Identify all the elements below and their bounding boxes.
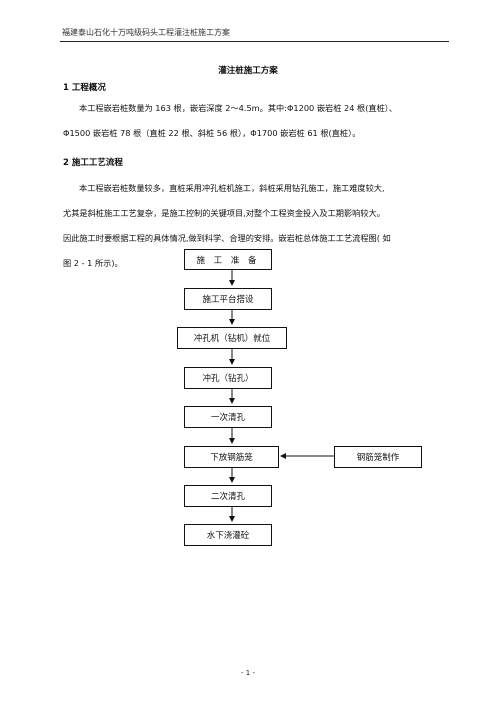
flow-step-lower-cage: 下放钢筋笼 xyxy=(184,446,279,468)
flow-step-platform: 施工平台搭设 xyxy=(184,288,272,310)
section-2-line-4: 图 2 - 1 所示)。 xyxy=(63,258,123,268)
flow-step-rig-position: 冲孔机（钻机）就位 xyxy=(177,327,287,349)
section-2-line-2: 尤其是斜桩施工工艺复杂，是施工控制的关键项目,对整个工程资金投入及工期影响较大。 xyxy=(63,208,385,218)
flow-step-preparation: 施 工 准 备 xyxy=(184,249,272,270)
flow-step-cage-fabrication: 钢筋笼制作 xyxy=(334,446,422,468)
flow-step-second-cleaning: 二次清孔 xyxy=(184,485,272,507)
flow-step-concrete-pouring: 水下浇灌砼 xyxy=(184,524,272,546)
section-2-line-3: 因此施工时要根据工程的具体情况,做到科学、合理的安排。嵌岩桩总体施工工艺流程图(… xyxy=(63,233,391,243)
section-2-heading: 2 施工工艺流程 xyxy=(63,158,123,168)
flow-step-first-cleaning: 一次清孔 xyxy=(184,406,272,428)
header-divider xyxy=(60,41,449,42)
section-1-line-2: Φ1500 嵌岩桩 78 根（直桩 22 根、斜桩 56 根），Φ1700 嵌岩… xyxy=(63,128,361,138)
section-2-line-1: 本工程嵌岩桩数量较多，直桩采用冲孔桩机施工，斜桩采用钻孔施工，施工难度较大, xyxy=(79,183,385,193)
running-header: 福建泰山石化十万吨级码头工程灌注桩施工方案 xyxy=(62,28,230,37)
page-number: - 1 - xyxy=(241,669,255,677)
section-1-heading: 1 工程概况 xyxy=(63,83,106,93)
section-1-line-1: 本工程嵌岩桩数量为 163 根，嵌岩深度 2～4.5m。其中:Φ1200 嵌岩桩… xyxy=(79,103,398,113)
flow-step-drilling: 冲孔（钻孔） xyxy=(184,367,272,389)
document-title: 灌注桩施工方案 xyxy=(218,66,278,76)
